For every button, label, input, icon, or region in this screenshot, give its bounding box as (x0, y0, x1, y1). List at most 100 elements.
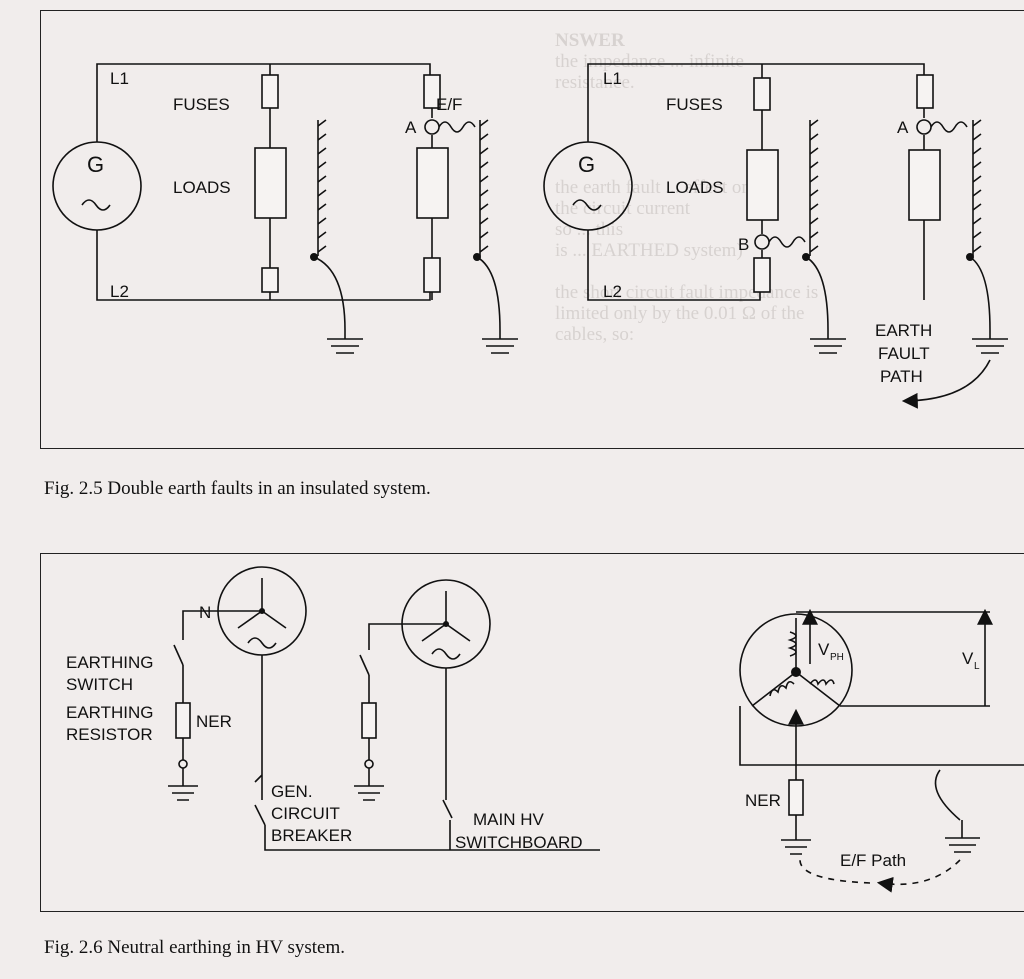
ner-terminal (178, 759, 188, 769)
fig-2-5-caption: Fig. 2.5 Double earth faults in an insul… (44, 478, 431, 499)
fault-point-b (754, 234, 770, 250)
bg-line-a: the circuit current (555, 198, 691, 219)
neutral-wire (182, 610, 262, 640)
ner-resistor-right (788, 779, 804, 816)
fig-2-6-caption: Fig. 2.6 Neutral earthing in HV system. (44, 937, 345, 958)
earth-symbol-right (781, 839, 811, 855)
earth-symbol-fault (945, 820, 980, 853)
label-fuses-right: FUSES (666, 95, 723, 114)
earth-symbol-ner (168, 768, 198, 801)
label-ner-right: NER (745, 791, 781, 810)
bg-line-a: the impedance ... infinite (555, 51, 744, 72)
line-l2 (96, 230, 431, 301)
earth-bar-4 (966, 119, 1008, 354)
label-vl: V (962, 649, 974, 668)
ac-wave-icon-hv1 (247, 637, 277, 649)
label-fault: FAULT (878, 344, 930, 363)
bg-line-a: limited only by the 0.01 Ω of the (555, 303, 805, 324)
bg-line-a: is ... EARTHED system) (555, 240, 743, 261)
earth-bar-3 (802, 119, 846, 354)
fault-wire-b (768, 236, 806, 248)
bg-line-a: cables, so: (555, 324, 635, 345)
fault-point-a (424, 119, 440, 135)
ac-wave-icon (81, 199, 111, 211)
label-gen-3: BREAKER (271, 826, 352, 845)
label-a: A (405, 118, 417, 137)
fault-wire-a (930, 121, 968, 133)
label-switchboard-1: MAIN HV (473, 810, 545, 829)
earthing-switch-blade-2 (359, 654, 370, 676)
earth-symbol-ner-2 (354, 768, 384, 801)
label-vph-sub: PH (830, 652, 844, 663)
ef-path-arrow (876, 859, 961, 893)
fig25-right-circuit: G L1 L2 FUSES LOADS B A (543, 63, 1008, 409)
fig-2-6-frame (40, 553, 1024, 912)
fig25-left-circuit: G L1 L2 FUSES LOADS E/F A (52, 63, 518, 354)
phase-coil-icon-2 (769, 680, 795, 697)
line-l2-right (587, 230, 761, 301)
label-vl-sub: L (974, 661, 980, 672)
fuse-top-1 (261, 74, 279, 109)
ner-resistor (175, 702, 191, 739)
earth-bar-2 (473, 119, 518, 354)
label-earthing-resistor-1: EARTHING (66, 703, 154, 722)
bg-line-a: resistance. (555, 72, 635, 93)
label-earthing-switch-2: SWITCH (66, 675, 133, 694)
generator-label: G (87, 152, 104, 177)
star-winding-1 (237, 578, 287, 629)
fig26-left-circuit: N EARTHING SWITCH EARTHING RESISTOR NER … (66, 566, 600, 852)
label-path: PATH (880, 367, 923, 386)
label-gen-1: GEN. (271, 782, 313, 801)
earth-bar-1 (310, 119, 363, 354)
star-winding-right (751, 618, 841, 707)
line-l1 (96, 63, 431, 142)
gen-circuit-breaker (254, 655, 453, 851)
load-1 (254, 147, 287, 219)
bg-line-a: the earth fault ... effect on (555, 177, 751, 198)
fig-2-5-frame (40, 10, 1024, 449)
label-earthing-resistor-2: RESISTOR (66, 725, 153, 744)
label-ef-path: E/F Path (840, 851, 906, 870)
generator-label-right: G (578, 152, 595, 177)
phase-coil-icon (787, 631, 797, 657)
line-l1-right (587, 63, 925, 142)
fuse-top-r1 (753, 77, 771, 111)
fuse-bottom-1 (261, 267, 279, 293)
label-l2-right: L2 (603, 282, 622, 301)
label-switchboard-2: SWITCHBOARD (455, 833, 583, 852)
label-gen-2: CIRCUIT (271, 804, 340, 823)
label-l1: L1 (110, 69, 129, 88)
label-earth: EARTH (875, 321, 932, 340)
label-l2: L2 (110, 282, 129, 301)
fault-wire-right (934, 769, 961, 821)
star-winding-2 (421, 591, 471, 642)
label-b: B (738, 235, 749, 254)
label-loads: LOADS (173, 178, 231, 197)
load-2 (416, 147, 449, 219)
label-a-right: A (897, 118, 909, 137)
load-r1 (746, 149, 779, 221)
ef-path-return (799, 859, 871, 884)
earth-fault-path-arrow (901, 359, 991, 409)
bg-header: NSWER (555, 30, 625, 51)
ner-terminal-2 (364, 759, 374, 769)
label-ner: NER (196, 712, 232, 731)
fault-wire (438, 121, 476, 133)
neutral-wire-2 (368, 623, 446, 650)
phase-line-right (739, 706, 1024, 766)
vl-leads (796, 611, 990, 707)
label-vph: V (818, 640, 830, 659)
label-fuses: FUSES (173, 95, 230, 114)
star-point (791, 667, 801, 677)
label-ef: E/F (436, 95, 462, 114)
phase-coil-icon-3 (809, 679, 835, 686)
fuse-bottom-r1 (753, 257, 771, 293)
label-earthing-switch-1: EARTHING (66, 653, 154, 672)
fig26-right-circuit: V PH V L NER E/F Path (739, 608, 1024, 893)
label-l1-right: L1 (603, 69, 622, 88)
ac-wave-icon-hv2 (431, 648, 461, 660)
label-loads-right: LOADS (666, 178, 724, 197)
fuse-top-r2 (916, 74, 934, 109)
